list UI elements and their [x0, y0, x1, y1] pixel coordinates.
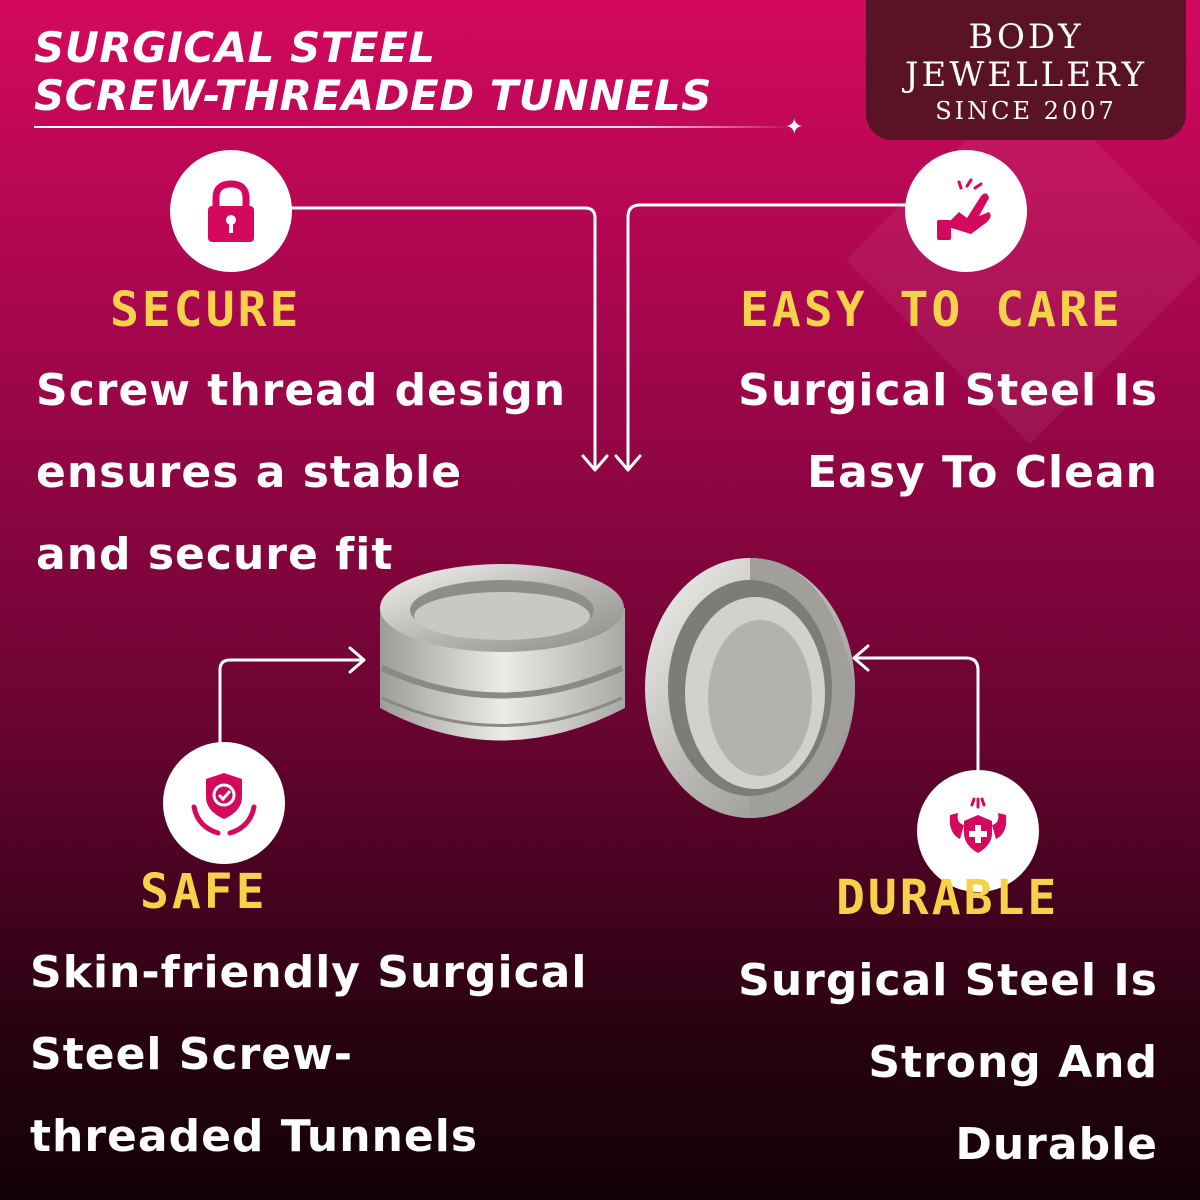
connector-easy-arrowhead	[614, 454, 642, 472]
secure-description: Screw thread design ensures a stable and…	[36, 350, 566, 596]
secure-icon-circle	[170, 150, 292, 272]
tunnel-right	[645, 558, 855, 818]
connector-durable-arrowhead	[852, 644, 870, 672]
durable-description: Surgical Steel Is Strong And Durable	[738, 940, 1158, 1186]
shield-hands-icon	[191, 773, 257, 836]
sparkle-icon: ✦	[785, 115, 804, 140]
connector-safe-arrowhead	[348, 646, 366, 674]
durable-line-3: Durable	[955, 1119, 1158, 1170]
connector-durable	[853, 656, 980, 784]
easy-to-care-label: EASY TO CARE	[740, 282, 1123, 338]
durable-line-2: Strong And	[868, 1037, 1158, 1088]
durable-icon-circle	[917, 770, 1039, 892]
easy-to-care-line-2: Easy To Clean	[807, 447, 1158, 498]
brand-line-3: SINCE 2007	[935, 97, 1117, 125]
hand-snap-icon	[937, 178, 991, 240]
title-underline	[34, 126, 794, 128]
safe-line-3: threaded Tunnels	[30, 1111, 479, 1162]
padlock-icon	[208, 180, 254, 242]
safe-icon-circle	[163, 742, 285, 864]
brand-logo: BODY JEWELLERY SINCE 2007	[866, 0, 1186, 140]
brand-line-2: JEWELLERY	[904, 55, 1148, 95]
safe-description: Skin-friendly Surgical Steel Screw- thre…	[30, 932, 587, 1178]
secure-line-2: ensures a stable	[36, 447, 463, 498]
brand-line-1: BODY	[968, 17, 1084, 57]
connector-safe	[218, 658, 364, 744]
steel-tunnels-image	[380, 558, 855, 818]
title-line-2: SCREW-THREADED TUNNELS	[34, 71, 712, 120]
title-line-1: SURGICAL STEEL	[34, 23, 436, 72]
safe-line-2: Steel Screw-	[30, 1029, 354, 1080]
safe-label: SAFE	[140, 864, 268, 920]
strong-arms-shield-icon	[949, 797, 1007, 853]
tunnel-left	[380, 564, 625, 741]
secure-line-1: Screw thread design	[36, 365, 567, 416]
page-title: SURGICAL STEEL SCREW-THREADED TUNNELS	[34, 24, 712, 120]
easy-to-care-icon-circle	[905, 150, 1027, 272]
durable-label: DURABLE	[836, 870, 1060, 926]
durable-line-1: Surgical Steel Is	[738, 955, 1158, 1006]
easy-to-care-description: Surgical Steel Is Easy To Clean	[738, 350, 1158, 514]
safe-line-1: Skin-friendly Surgical	[30, 947, 588, 998]
secure-line-3: and secure fit	[36, 529, 394, 580]
easy-to-care-line-1: Surgical Steel Is	[738, 365, 1158, 416]
connector-secure	[290, 206, 597, 470]
connector-secure-arrowhead	[581, 454, 609, 472]
connector-easy	[626, 203, 907, 470]
secure-label: SECURE	[110, 282, 302, 338]
